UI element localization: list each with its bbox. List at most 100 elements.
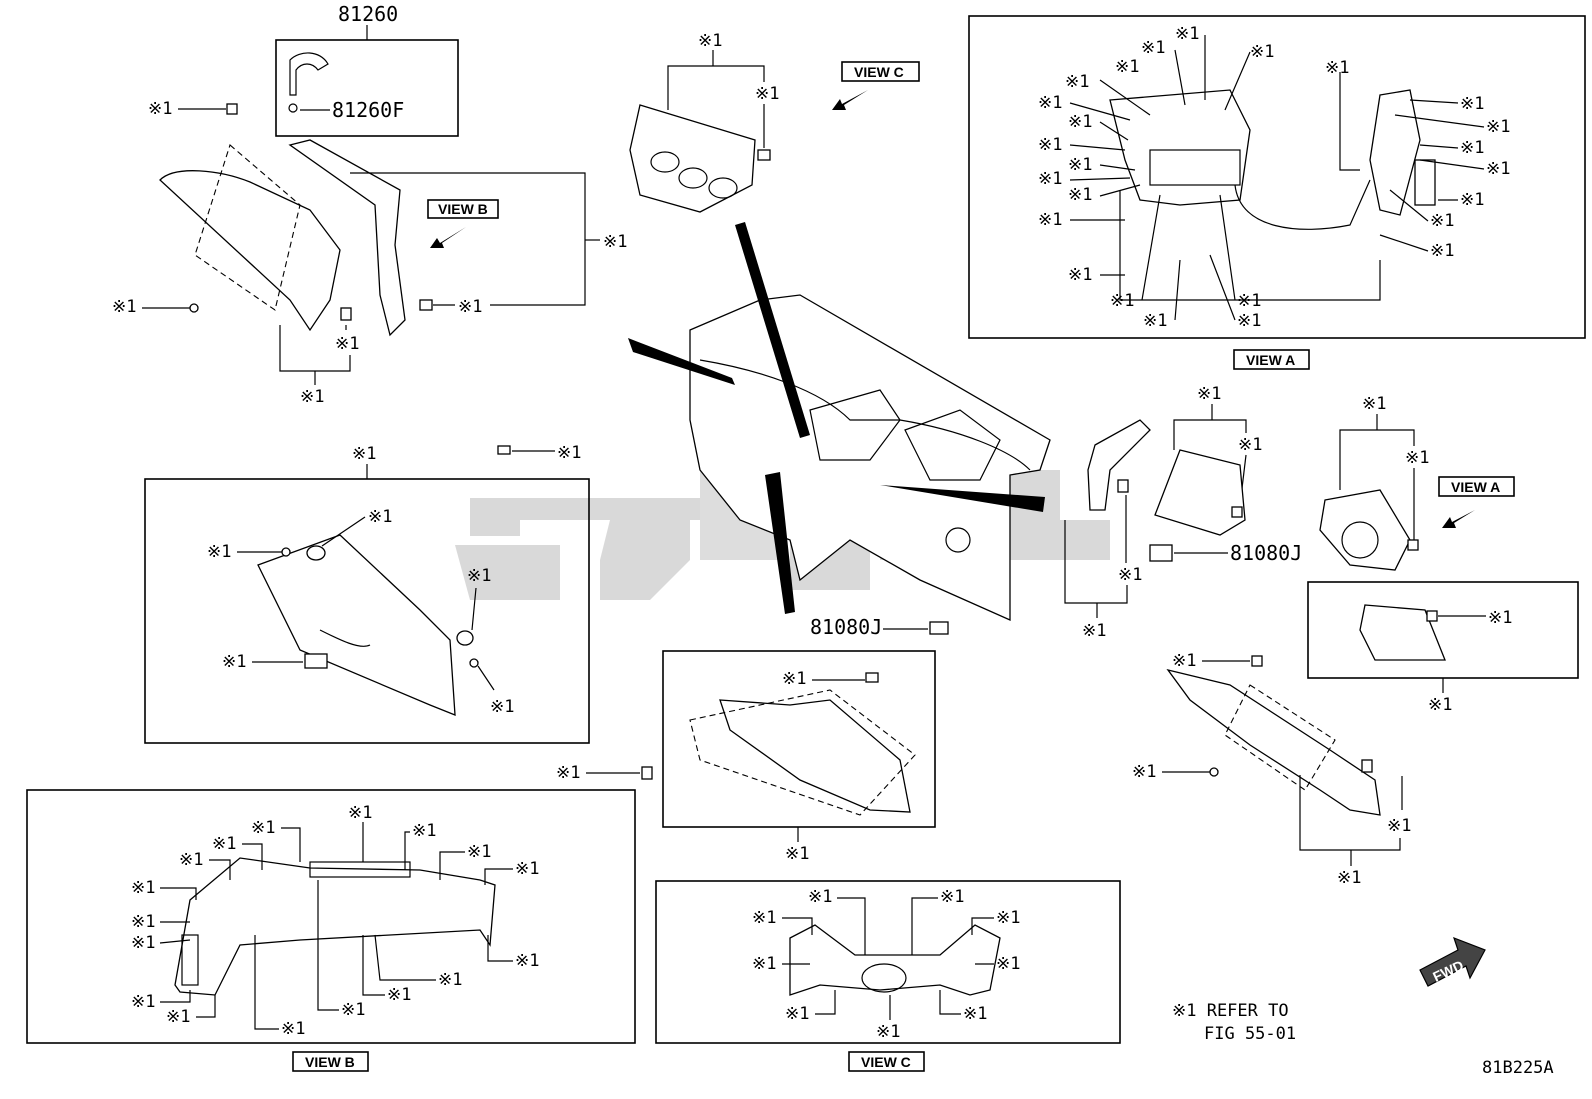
- ref-label: ※1: [1038, 93, 1062, 113]
- switch-module: [1359, 604, 1446, 661]
- wire-harness-icon: [289, 52, 329, 96]
- ref-label: ※1: [752, 954, 776, 974]
- center-bezel-panel: [629, 104, 756, 213]
- group-81080J-right: ※1 ※1 ※1 ※1 81080J: [1064, 384, 1302, 641]
- ref-label: ※1: [368, 507, 392, 527]
- ref-label: ※1: [603, 232, 627, 252]
- ref-label: ※1: [752, 908, 776, 928]
- clip-icon: [419, 299, 433, 311]
- bumper-icon: [456, 630, 474, 646]
- ref-label: ※1: [348, 803, 372, 823]
- ref-label: ※1: [458, 297, 482, 317]
- ref-label: ※1: [212, 834, 236, 854]
- ref-label: ※1: [1486, 117, 1510, 137]
- ref-label: ※1: [131, 992, 155, 1012]
- ref-label: ※1: [148, 99, 172, 119]
- view-a-arrow-icon: [1442, 510, 1475, 528]
- glove-box-door: [257, 534, 456, 716]
- ref-label: ※1: [996, 954, 1020, 974]
- ref-label: ※1: [785, 1004, 809, 1024]
- part-81080J-right: 81080J: [1230, 541, 1302, 565]
- ref-label: ※1: [1486, 159, 1510, 179]
- dashboard-panel: [689, 294, 1051, 622]
- ref-label: ※1: [1038, 210, 1062, 230]
- ref-label: ※1: [1237, 311, 1261, 331]
- ref-label: ※1: [940, 887, 964, 907]
- pillar-trim: [1087, 419, 1151, 511]
- ref-label: ※1: [963, 1004, 987, 1024]
- pointer-wedge: [765, 472, 795, 614]
- pointer-wedge: [735, 222, 810, 438]
- view-c-arrow-label: VIEW C: [854, 64, 904, 80]
- lower-trim-strip: [1166, 668, 1381, 816]
- view-a-tag: [1438, 476, 1515, 497]
- ref-label: ※1: [207, 542, 231, 562]
- ref-label: ※1: [557, 443, 581, 463]
- ref-label: ※1: [1115, 57, 1139, 77]
- pointer-wedge: [628, 338, 735, 385]
- lower-panel-box: ※1 ※1 ※1: [556, 650, 936, 864]
- ref-label: ※1: [1143, 311, 1167, 331]
- clip-icon: [226, 103, 238, 115]
- ref-label: ※1: [387, 985, 411, 1005]
- view-b-trim-part: [174, 857, 496, 996]
- ref-label: ※1: [1175, 24, 1199, 44]
- ref-label: ※1: [1238, 435, 1262, 455]
- ref-label: ※1: [1110, 291, 1134, 311]
- part-81260: 81260: [338, 2, 398, 26]
- ref-label: ※1: [112, 297, 136, 317]
- ref-label: ※1: [251, 818, 275, 838]
- box-81260: [275, 39, 459, 137]
- glove-box-door-box: ※1 ※1 ※1 ※1 ※1 ※1 ※1: [144, 443, 590, 744]
- refer-note-line1: ※1 REFER TO: [1172, 1001, 1289, 1021]
- ref-label: ※1: [1068, 112, 1092, 132]
- view-c-box: ※1 ※1 ※1 ※1 ※1 ※1 ※1 ※1 ※1: [655, 880, 1121, 1044]
- latch-icon: [304, 653, 328, 669]
- part-81080J-center: 81080J: [810, 615, 882, 639]
- view-a-center-cluster: [1109, 89, 1251, 206]
- side-trim-panel: [288, 139, 406, 337]
- ref-label: ※1: [1068, 155, 1092, 175]
- ref-label: ※1: [1118, 565, 1142, 585]
- view-c-tag: [841, 61, 920, 82]
- ref-label: ※1: [131, 912, 155, 932]
- ref-label: ※1: [1387, 816, 1411, 836]
- view-a-arrow-label: VIEW A: [1451, 479, 1500, 495]
- view-b-tag: [427, 199, 499, 219]
- ref-label: ※1: [1488, 608, 1512, 628]
- ref-label: ※1: [341, 1000, 365, 1020]
- ref-label: ※1: [556, 763, 580, 783]
- view-a-side-bracket: [1414, 159, 1436, 206]
- pointer-wedge: [880, 485, 1045, 512]
- clip-icon: [757, 149, 771, 161]
- figure-code: 81B225A: [1482, 1058, 1554, 1078]
- ref-label: ※1: [300, 387, 324, 407]
- ref-label: ※1: [438, 970, 462, 990]
- ref-label: ※1: [1460, 94, 1484, 114]
- ref-label: ※1: [996, 908, 1020, 928]
- ref-label: ※1: [179, 850, 203, 870]
- ref-label: ※1: [131, 933, 155, 953]
- ref-label: ※1: [1065, 72, 1089, 92]
- glove-box-panel: [159, 170, 341, 332]
- view-a-box: ※1 ※1 ※1 ※1 ※1 ※1 ※1 ※1 ※1 ※1 ※1 ※1 ※1 ※…: [968, 15, 1586, 339]
- bulb-icon: [1149, 544, 1173, 562]
- ref-label: ※1: [1430, 211, 1454, 231]
- instrument-panel-assembly: [628, 222, 1051, 622]
- fwd-arrow-icon: FWD: [1419, 936, 1486, 987]
- ref-label: ※1: [412, 821, 436, 841]
- view-a-caption: VIEW A: [1246, 352, 1295, 368]
- ref-label: ※1: [515, 951, 539, 971]
- view-a-right-panel: [1369, 89, 1421, 216]
- ref-label: ※1: [808, 887, 832, 907]
- ref-label: ※1: [515, 859, 539, 879]
- ref-label: ※1: [782, 669, 806, 689]
- ref-label: ※1: [1068, 185, 1092, 205]
- clip-icon: [1251, 655, 1263, 667]
- ref-label: ※1: [335, 334, 359, 354]
- clip-icon: [340, 307, 352, 321]
- ref-label: ※1: [1460, 190, 1484, 210]
- bulb-icon: [929, 621, 949, 635]
- ref-label: ※1: [1405, 448, 1429, 468]
